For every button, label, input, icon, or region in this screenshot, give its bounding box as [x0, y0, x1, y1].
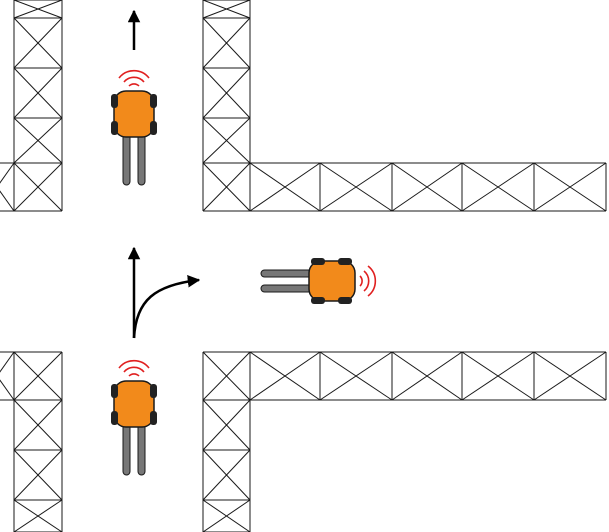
- arrow-turn-right-icon: [132, 275, 201, 339]
- agv-forklift-icon: [260, 257, 377, 305]
- shelving-rack-horizontal: [0, 162, 15, 212]
- shelving-rack-vertical: [13, 351, 63, 532]
- shelving-rack-vertical: [202, 0, 251, 212]
- agv-forklift-icon: [110, 359, 158, 476]
- shelving-rack-horizontal: [249, 351, 607, 401]
- shelving-rack-vertical: [13, 0, 63, 212]
- shelving-rack-horizontal: [0, 351, 15, 401]
- agv-forklift-icon: [110, 69, 158, 186]
- shelving-rack-horizontal: [249, 162, 607, 212]
- shelving-rack-vertical: [202, 351, 251, 532]
